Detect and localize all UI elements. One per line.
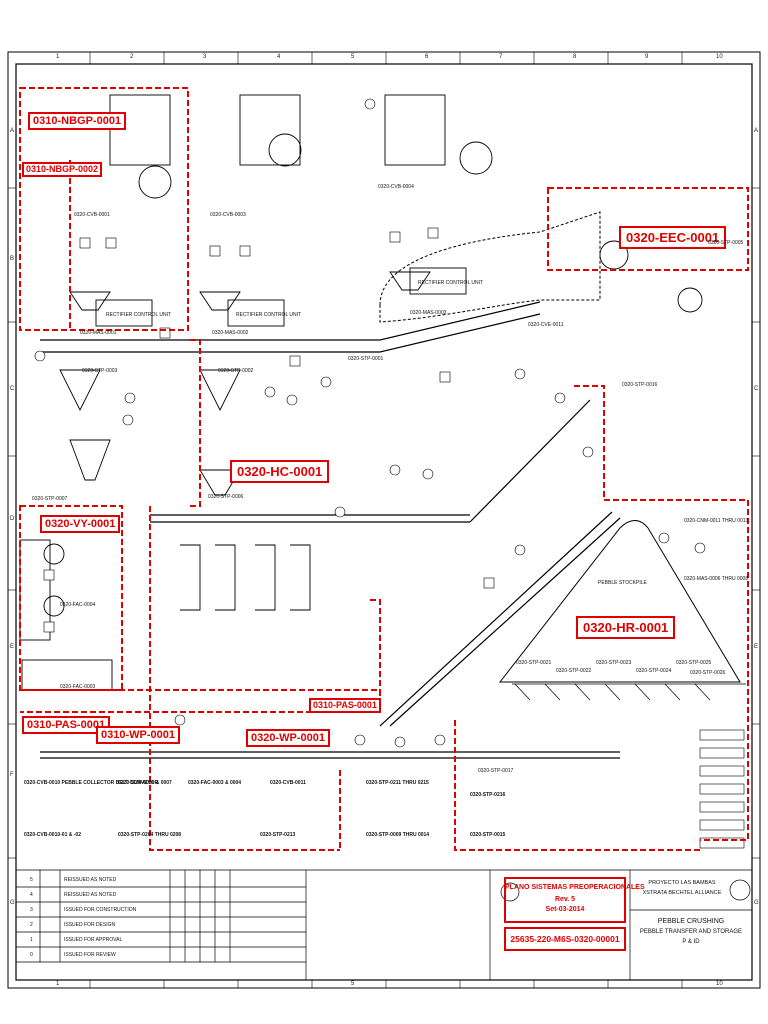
col-label-4: 4 [277, 54, 281, 60]
revision-number: 4 [30, 892, 33, 898]
col-label-10: 10 [716, 54, 723, 60]
row-label-a: A [10, 128, 15, 134]
row-label-f: F [10, 772, 14, 778]
equip-label-stp-0017: 0320-STP-0017 [478, 768, 514, 774]
system-tag-pas-0001[interactable]: 0310-PAS-0001 [22, 716, 111, 734]
equip-label-mas-0001: 0320-MAS-0001 [80, 330, 117, 336]
feeder-label: 0320-STP-0024 [636, 668, 672, 674]
equip-label-stp-0006: 0320-STP-0006 [208, 494, 244, 500]
feeder-label: 0320-STP-0021 [516, 660, 552, 666]
bottom-equip-label: 0320-STP-0204 THRU 0208 [118, 832, 182, 838]
col-label-8: 8 [573, 54, 577, 60]
system-tag-nbgp-0001[interactable]: 0310-NBGP-0001 [28, 112, 127, 130]
feeder-label: 0320-STP-0026 [690, 670, 726, 676]
revision-number: 2 [30, 922, 33, 928]
equip-label-stp-0016: 0320-STP-0016 [622, 382, 658, 388]
equip-label-cve-0011: 0320-CVE-0011 [528, 322, 564, 328]
equip-label-mas-0002: 0320-MAS-0002 [212, 330, 249, 336]
equip-label-cvb-0001: 0320-CVB-0001 [74, 212, 110, 218]
bottom-equip-label: 0320-FAC-0003 & 0004 [188, 780, 242, 786]
drawing-number: 25635-220-M6S-0320-00001 [510, 934, 620, 944]
equip-label-stp-0002: 0320-STP-0002 [218, 368, 254, 374]
company-name: XSTRATA BECHTEL ALLIANCE [642, 890, 722, 896]
revision-description: ISSUED FOR APPROVAL [64, 937, 123, 943]
col-label-bottom-5: 5 [351, 981, 355, 987]
col-label-6: 6 [425, 54, 429, 60]
equip-label-fac-0003: 0320-FAC-0003 [60, 684, 96, 690]
row-label-g-right: G [754, 900, 759, 906]
drawing-subtitle: PEBBLE TRANSFER AND STORAGE [639, 929, 743, 935]
col-label-1: 1 [56, 54, 60, 60]
col-label-3: 3 [203, 54, 207, 60]
row-label-d: D [10, 516, 15, 522]
row-label-e: E [10, 644, 15, 650]
bottom-equip-label: 0320-STP-0216 [470, 792, 506, 798]
status-title: PLANO SISTEMAS PREOPERACIONALES [505, 884, 645, 891]
col-label-2: 2 [130, 54, 134, 60]
system-tag-nbgp-0002[interactable]: 0310-NBGP-0002 [22, 162, 103, 177]
status-rev: Rev. 5 [554, 896, 576, 903]
row-label-c: C [10, 386, 15, 392]
revision-number: 1 [30, 937, 33, 943]
bottom-equip-label: 0320-STP-0015 [470, 832, 506, 838]
drawing-type: P & ID [682, 939, 700, 945]
feeder-label: 0320-STP-0025 [676, 660, 712, 666]
bottom-equip-label: 0320-STP-0009 THRU 0014 [366, 832, 430, 838]
system-tag-wp-0001[interactable]: 0310-WP-0001 [96, 726, 180, 744]
col-label-bottom-10: 10 [716, 981, 723, 987]
revision-description: ISSUED FOR CONSTRUCTION [64, 907, 137, 913]
system-tag-eec-0001[interactable]: 0320-EEC-0001 [619, 226, 727, 249]
revision-number: 3 [30, 907, 33, 913]
equip-label-rectifier-3: RECTIFIER CONTROL UNIT [418, 280, 484, 286]
equip-label-stp-0007: 0320-STP-0007 [32, 496, 68, 502]
drawing-title: PEBBLE CRUSHING [657, 918, 725, 925]
row-label-b: B [10, 256, 15, 262]
status-date: Set-03-2014 [545, 906, 585, 913]
bottom-equip-label: 0320-STP-0211 THRU 0215 [366, 780, 429, 786]
revision-number: 5 [30, 877, 33, 883]
bottom-equip-label: 0320-CVB-0011 [270, 780, 306, 786]
revision-description: REISSUED AS NOTED [64, 892, 117, 898]
bottom-equip-label: 0320-SLW-0006 & 0007 [118, 780, 172, 786]
system-tag-hc-0001[interactable]: 0320-HC-0001 [230, 460, 330, 483]
equip-label-cvb-0003: 0320-CVB-0003 [210, 212, 246, 218]
equip-label-stp-0005: 0320-STP-0005 [708, 240, 744, 246]
col-label-5: 5 [351, 54, 355, 60]
equip-label-rectifier-2: RECTIFIER CONTROL UNIT [236, 312, 302, 318]
system-tag-vy-0001[interactable]: 0320-VY-0001 [40, 515, 121, 533]
equip-label-cnm-range: 0320-CNM-0011 THRU 0013 [684, 518, 749, 524]
revision-description: ISSUED FOR REVIEW [64, 952, 116, 958]
row-label-c-right: C [754, 386, 759, 392]
system-tag-wp-0001-b[interactable]: 0320-WP-0001 [246, 729, 330, 747]
row-label-a-right: A [754, 128, 759, 134]
row-label-g: G [10, 900, 15, 906]
equip-label-cvb-0004: 0320-CVB-0004 [378, 184, 414, 190]
equip-label-rectifier-1: RECTIFIER CONTROL UNIT [106, 312, 172, 318]
col-label-9: 9 [645, 54, 649, 60]
bottom-equip-label: 0320-CVB-0010 PEBBLE COLLECTOR BELT CONV… [24, 780, 159, 786]
system-tag-pas-0001-b[interactable]: 0310-PAS-0001 [309, 698, 381, 713]
col-label-bottom-1: 1 [56, 981, 60, 987]
equip-label-mas-0003: 0320-MAS-0003 [410, 310, 447, 316]
stockpile-label: PEBBLE STOCKPILE [598, 580, 647, 586]
equip-label-mas-range: 0320-MAS-0006 THRU 0008 [684, 576, 749, 582]
col-label-7: 7 [499, 54, 503, 60]
revision-number: 0 [30, 952, 33, 958]
equip-label-stp-0003: 0320-STP-0003 [82, 368, 118, 374]
project-name: PROYECTO LAS BAMBAS [648, 880, 716, 886]
revision-description: ISSUED FOR DESIGN [64, 922, 116, 928]
bottom-equip-label: 0320-CVB-0010-01 & -02 [24, 832, 81, 838]
feeder-label: 0320-STP-0023 [596, 660, 632, 666]
system-tag-hr-0001[interactable]: 0320-HR-0001 [576, 616, 676, 639]
feeder-label: 0320-STP-0022 [556, 668, 592, 674]
row-label-e-right: E [754, 644, 759, 650]
equip-label-fac-0004: 0320-FAC-0004 [60, 602, 96, 608]
equip-label-stp-0001: 0320-STP-0001 [348, 356, 384, 362]
bottom-equip-label: 0320-STP-0213 [260, 832, 296, 838]
revision-description: REISSUED AS NOTED [64, 877, 117, 883]
